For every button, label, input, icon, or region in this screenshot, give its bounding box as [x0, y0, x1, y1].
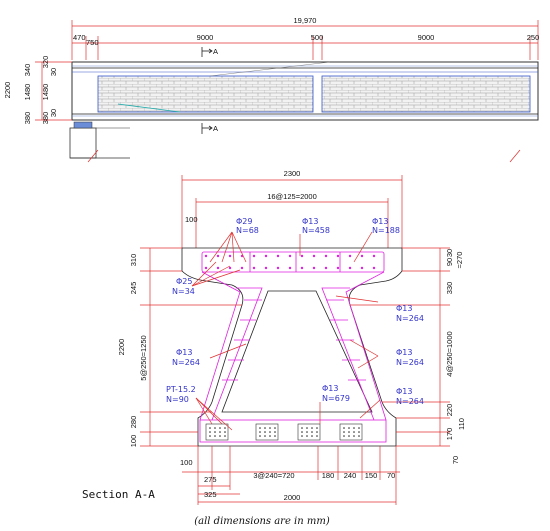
- rebar-label-1-dia: Φ29: [236, 217, 252, 226]
- dim-section-100-top: 100: [185, 215, 198, 224]
- rebar-label-3-dia: Φ13: [372, 217, 388, 226]
- dim-right-70: 70: [451, 456, 460, 464]
- dim-right-330: 330: [445, 282, 454, 295]
- section-mark-bottom: A: [213, 124, 218, 133]
- dim-9000-right: 9000: [418, 33, 435, 42]
- dim-30-a: 30: [49, 68, 58, 76]
- dim-380-b: 380: [41, 112, 50, 125]
- dim-right-270: =270: [455, 252, 464, 269]
- dim-470: 470: [73, 33, 86, 42]
- section-mark-top: A: [213, 47, 218, 56]
- dim-320: 320: [41, 56, 50, 69]
- box-void: [221, 290, 373, 413]
- bearing: [73, 121, 93, 129]
- dim-bottom-100: 100: [180, 458, 193, 467]
- dim-bottom-2000: 2000: [284, 493, 301, 502]
- dim-1480-a: 1480: [23, 84, 32, 101]
- pier: [69, 127, 97, 159]
- section-top-width: 2300: [284, 169, 301, 178]
- rebar-label-6-dia: Φ13: [176, 348, 192, 357]
- top-slab-bars: [204, 254, 376, 270]
- dim-right-170: 170: [445, 428, 454, 441]
- dim-bottom-240: 240: [344, 471, 357, 480]
- reinforcement-cage: [199, 251, 387, 443]
- dim-right-90: 90: [445, 258, 454, 266]
- dim-bottom-275: 275: [204, 475, 217, 484]
- rebar-label-8-dia: PT-15.2: [166, 385, 196, 394]
- rebar-label-7-n: N=264: [396, 358, 424, 367]
- rebar-label-5-n: N=264: [396, 314, 424, 323]
- dim-right-30: 30: [445, 249, 454, 257]
- rebar-callouts: Φ29 N=68 Φ13 N=458 Φ13 N=188 Φ25 N=34 Φ1…: [166, 217, 424, 431]
- rebar-label-9-dia: Φ13: [322, 384, 338, 393]
- overall-length-dim: 19,970: [294, 16, 317, 25]
- rebar-label-8-n: N=90: [166, 395, 189, 404]
- units-note: (all dimensions are in mm): [194, 516, 330, 527]
- elevation-view: 19,970 470 750 9000 500 9000 250 A A: [3, 16, 540, 163]
- dim-bottom-325: 325: [204, 490, 217, 499]
- dim-section-2200: 2200: [117, 339, 126, 356]
- rebar-label-7-dia: Φ13: [396, 348, 412, 357]
- dim-9000-left: 9000: [197, 33, 214, 42]
- dim-bottom-180: 180: [322, 471, 335, 480]
- dim-bottom-150: 150: [365, 471, 378, 480]
- void-panel-left: [97, 75, 314, 113]
- dim-750: 750: [86, 38, 99, 47]
- girder-height-dim: 2200: [3, 82, 12, 99]
- rebar-label-9-n: N=679: [322, 394, 350, 403]
- rebar-label-2-n: N=458: [302, 226, 330, 235]
- dim-right-220: 220: [445, 404, 454, 417]
- rebar-label-1-n: N=68: [236, 226, 259, 235]
- dim-250: 250: [527, 33, 540, 42]
- dim-bottom-3at240: 3@240=720: [253, 471, 294, 480]
- dim-30-b: 30: [49, 109, 58, 117]
- rebar-label-6-n: N=264: [172, 358, 200, 367]
- section-view: 2300 16@125=2000: [82, 169, 466, 505]
- dim-section-5at250: 5@250=1250: [139, 335, 148, 380]
- dim-right-110: 110: [457, 418, 466, 430]
- rebar-label-5-dia: Φ13: [396, 304, 412, 313]
- dim-380-a: 380: [23, 112, 32, 125]
- dim-right-4at250: 4@250=1000: [445, 331, 454, 376]
- rebar-label-10-dia: Φ13: [396, 387, 412, 396]
- rebar-label-10-n: N=264: [396, 397, 424, 406]
- dim-section-100-bottom: 100: [129, 435, 138, 448]
- dim-340: 340: [23, 64, 32, 77]
- section-title: Section A-A: [82, 488, 155, 501]
- rebar-label-3-n: N=188: [372, 226, 400, 235]
- rebar-label-4-n: N=34: [172, 287, 195, 296]
- dim-1480-b: 1480: [41, 84, 50, 101]
- dim-bottom-70: 70: [387, 471, 395, 480]
- dim-section-310: 310: [129, 254, 138, 267]
- dim-500: 500: [311, 33, 324, 42]
- box-girder-outline: [181, 247, 403, 447]
- dim-section-280: 280: [129, 416, 138, 429]
- tendon-ducts: [205, 423, 363, 441]
- dim-section-245: 245: [129, 282, 138, 295]
- void-panel-right: [321, 75, 531, 113]
- rebar-label-2-dia: Φ13: [302, 217, 318, 226]
- bar-spacing-dim: 16@125=2000: [267, 192, 317, 201]
- rebar-label-4-dia: Φ25: [176, 277, 192, 286]
